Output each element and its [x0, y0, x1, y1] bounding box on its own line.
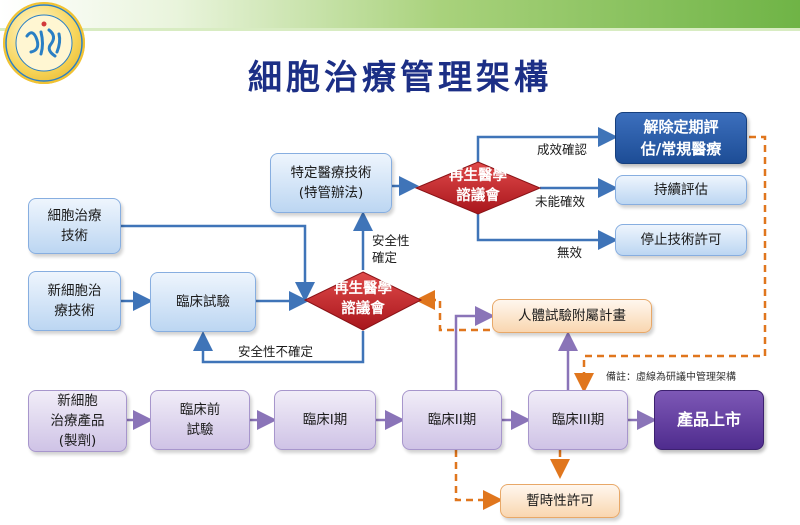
edge-council-to-lift [476, 127, 618, 164]
edge-council-to-stop [476, 212, 618, 250]
effective-label: 成效確認 [537, 142, 588, 157]
edge-celltech-to-council [121, 224, 315, 302]
council-top-label: 再生醫學 諮議會 [449, 168, 507, 204]
dashed-line-note: 備註：虛線為研議中管理架構 [606, 372, 736, 383]
phase1-box: 臨床I期 [274, 390, 376, 450]
edge-phase2-to-plan [454, 306, 495, 390]
continue-evaluation-box: 持續評估 [615, 175, 747, 205]
edge-council-back-to-trial [193, 331, 365, 364]
council-top-diamond [414, 161, 542, 215]
council-mid-diamond [303, 271, 423, 331]
council-mid-label: 再生醫學 諮議會 [334, 281, 392, 317]
page-title: 細胞治療管理架構 [248, 58, 552, 98]
edge-plan-to-council-dashed [415, 290, 490, 332]
ministry-seal-icon [5, 4, 83, 82]
new-cell-product-box: 新細胞 治療產品 (製劑) [28, 390, 127, 452]
product-market-box: 產品上市 [654, 390, 764, 450]
safety-uncertain-label: 安全性不確定 [238, 344, 314, 359]
temporary-permit-box: 暫時性許可 [500, 484, 620, 518]
safety-confirmed-label: 安全性 確定 [372, 233, 410, 265]
edge-phase2-to-temp-dashed [454, 450, 503, 510]
cell-therapy-tech-box: 細胞治療 技術 [28, 198, 121, 254]
phase2-box: 臨床II期 [402, 390, 502, 450]
header-band-stripe [0, 28, 800, 31]
special-medical-tech-box: 特定醫療技術 (特管辦法) [270, 153, 392, 213]
new-cell-therapy-tech-box: 新細胞治 療技術 [28, 271, 121, 331]
header-band [0, 0, 800, 28]
stop-permit-box: 停止技術許可 [615, 224, 747, 256]
not-effective-label: 未能確效 [535, 194, 586, 209]
lift-evaluation-box: 解除定期評 估/常規醫療 [615, 112, 747, 164]
clinical-trial-box: 臨床試驗 [150, 272, 256, 332]
phase3-box: 臨床III期 [528, 390, 628, 450]
invalid-label: 無效 [557, 245, 583, 260]
preclinical-box: 臨床前 試驗 [150, 390, 250, 450]
human-trial-plan-box: 人體試驗附屬計畫 [492, 299, 652, 333]
ministry-logo [3, 2, 85, 84]
